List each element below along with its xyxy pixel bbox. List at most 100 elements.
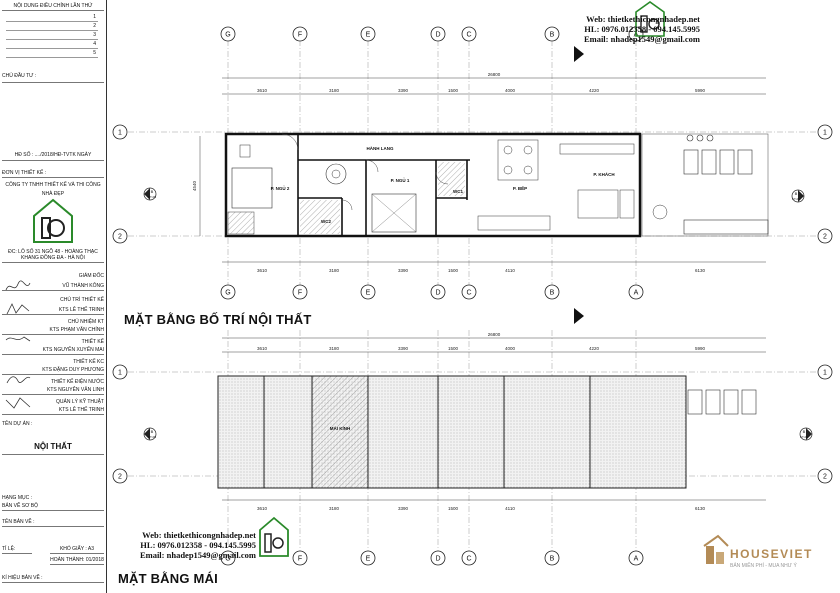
svg-text:4540: 4540 [192,180,197,191]
svg-text:C: C [466,556,471,563]
grid-label: E [366,290,371,297]
revision-row: 4 [6,40,98,49]
svg-text:B: B [151,189,154,194]
grid-bubbles-top [112,26,833,300]
signature-image [4,372,32,386]
company-logo-small [259,516,289,557]
scale-label: TỈ LỆ: [2,545,32,554]
signer-name: KTS PHẠM VĂN CHÍNH [2,326,104,335]
signer-role: THIẾT KẾ ĐIỆN NƯỚC [51,379,104,385]
grid-label: F [298,32,302,39]
grid-label: 1 [823,130,827,137]
svg-text:3390: 3390 [398,88,409,93]
svg-text:2: 2 [823,474,827,481]
project-label: TÊN DỰ ÁN : [2,421,33,427]
contact-block-top: Web: thietkethicongnhadep.net HL: 0976.0… [500,14,700,44]
svg-text:2: 2 [118,474,122,481]
room-label-bed2: P. NGỦ 2 [271,185,290,191]
section-mark-labels-top: B KT-05 B KT-05 [148,189,800,201]
svg-text:4220: 4220 [589,88,600,93]
roof-label: MÁI KÍNH [330,424,351,431]
svg-text:B: B [795,191,798,196]
svg-text:3180: 3180 [329,268,340,273]
svg-text:3180: 3180 [329,506,340,511]
contact-web: Web: thietkethicongnhadep.net [142,530,256,540]
signer-role: THIẾT KẾ [81,339,104,345]
signer-name: KTS LÊ THẾ TRINH [2,306,104,315]
grid-label: 2 [118,234,122,241]
svg-text:26800: 26800 [488,332,501,337]
drawing-label: TÊN BẢN VẼ : [2,518,104,527]
signature-image [4,280,32,294]
svg-text:4000: 4000 [505,346,516,351]
grid-label: 2 [823,234,827,241]
floor-plan [224,132,769,238]
contact-hotline: HL: 0976.012358 - 094.145.5995 [140,540,256,550]
svg-text:4220: 4220 [589,346,600,351]
room-label-hall: HÀNH LANG [367,145,394,151]
svg-text:D: D [435,556,440,563]
signature-image [4,396,32,410]
svg-text:3390: 3390 [398,346,409,351]
svg-text:A: A [634,556,639,563]
signature-image [4,332,32,346]
svg-text:5990: 5990 [695,346,706,351]
svg-text:B: B [803,429,806,434]
section-mark-labels-bottom: B KT-05 B KT-05 [148,429,808,439]
revision-row: 3 [6,31,98,40]
grid-label: G [225,290,230,297]
paper-label: KHỔ GIẤY : A3 [50,545,104,554]
plan-title-interior: MẶT BẰNG BỐ TRÍ NỘI THẤT [124,312,312,327]
date-label: HOÀN THÀNH: 01/2018 [50,557,104,565]
signer-name: KTS LÊ THẾ TRINH [2,406,104,415]
revision-row: 2 [6,22,98,31]
dimension-texts-top: 26800 3610 3180 3390 1500 4000 4220 5990… [192,72,706,273]
dimension-lines-bottom [222,337,766,501]
signer-name: KTS ĐẶNG DUY PHƯƠNG [2,366,104,375]
designer-label: ĐƠN VỊ THIẾT KẾ : [2,168,104,178]
signer-role: CHỦ NHIỆM KT [67,319,104,325]
svg-text:KT-05: KT-05 [148,195,156,199]
svg-text:3610: 3610 [257,268,268,273]
investor-label: CHỦ ĐẦU TƯ : [2,70,104,83]
svg-text:6130: 6130 [695,268,706,273]
signer-role: THIẾT KẾ KC [73,359,104,365]
grid-label: C [466,290,471,297]
svg-text:1500: 1500 [448,506,459,511]
svg-text:1: 1 [118,370,122,377]
grid-label: B [550,32,555,39]
plan-title-roof: MẶT BẰNG MÁI [118,571,218,586]
room-label-bed1: P. NGỦ 1 [391,177,410,183]
svg-text:1: 1 [823,370,827,377]
company-brand: NHÀ ĐẸP [41,191,65,197]
revision-row: 1 [6,13,98,22]
svg-text:3180: 3180 [329,88,340,93]
grid-label: D [435,290,440,297]
brand-name: HOUSEVIET [730,547,813,561]
company-logo-top [635,1,665,37]
contact-block-bottom: Web: thietkethicongnhadep.net HL: 0976.0… [50,530,256,560]
grid-label: C [466,32,471,39]
grid-label: D [435,32,440,39]
contact-email: Email: nhadep1549@gmail.com [583,34,700,44]
section-triangles [574,46,584,324]
grid-labels-bottom: G F E D C B A 1 2 1 2 [118,370,827,563]
svg-text:1500: 1500 [448,346,459,351]
houseviet-logo [703,534,729,564]
signer-role: CHỦ TRÌ THIẾT KẾ [60,297,104,303]
license-label: HĐ SỐ : ..../2018/HĐ-TVTK NGÀY [2,150,104,161]
room-label-living: P. KHÁCH [593,171,614,177]
svg-text:3180: 3180 [329,346,340,351]
company-address: ĐC: LÔ SỐ 31 NGÕ 48 - HOÀNG THẠC KHANG Đ… [2,248,104,263]
svg-text:F: F [298,556,302,563]
sheet-label: KÍ HIỆU BẢN VẼ : [2,574,104,583]
revision-header: NỘI DUNG ĐIỀU CHỈNH LẦN THỨ [2,2,104,11]
title-block: NỘI DUNG ĐIỀU CHỈNH LẦN THỨ 1 2 3 4 5 CH… [0,0,107,593]
svg-text:3610: 3610 [257,346,268,351]
contact-hotline: HL: 0976.012358 - 094.145.5995 [584,24,700,34]
signer-name: VŨ THÀNH KÔNG [2,282,104,291]
room-label-wc1: WC1 [453,189,463,194]
overall-dimension: 26800 [488,72,501,77]
revision-row: 5 [6,49,98,58]
brand-tagline: BẢN MIỄN PHÍ - MUA NHƯ Ý [730,563,797,569]
